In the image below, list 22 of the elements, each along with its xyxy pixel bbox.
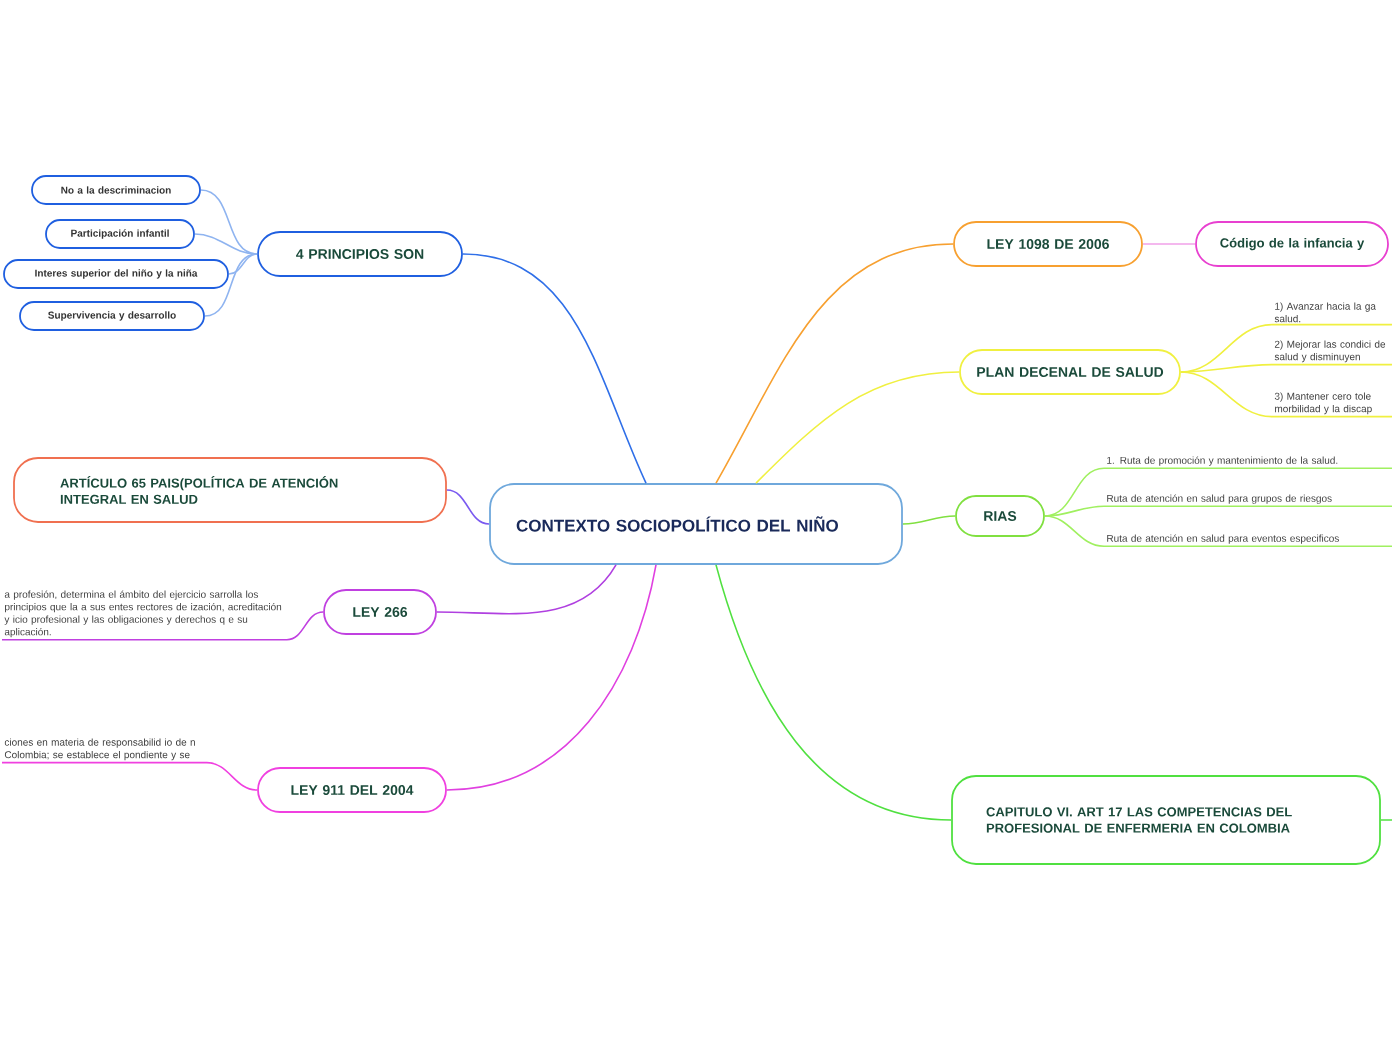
branch-line (755, 371, 960, 484)
branch-line (1, 761, 258, 791)
branch-line (1044, 467, 1392, 517)
branch-line (1380, 819, 1392, 821)
branch-line (715, 564, 952, 821)
branch-line (1044, 505, 1392, 517)
branch-line (1, 611, 324, 641)
branch-line (436, 564, 617, 615)
branch-line (462, 253, 647, 484)
branch-line (1180, 363, 1392, 373)
branch-line (228, 253, 258, 275)
branch-line (446, 564, 657, 791)
branch-line (1180, 371, 1392, 418)
branch-line (1044, 515, 1392, 548)
branch-line (902, 515, 956, 525)
branch-line (715, 243, 954, 484)
branch-line (200, 189, 258, 255)
branch-line (194, 233, 258, 255)
central-topic-box: CONTEXTO SOCIOPOLÍTICO DEL NIÑO (489, 483, 903, 565)
branch-line (446, 489, 490, 525)
branch-line (204, 253, 258, 317)
branch-line (1142, 243, 1196, 245)
